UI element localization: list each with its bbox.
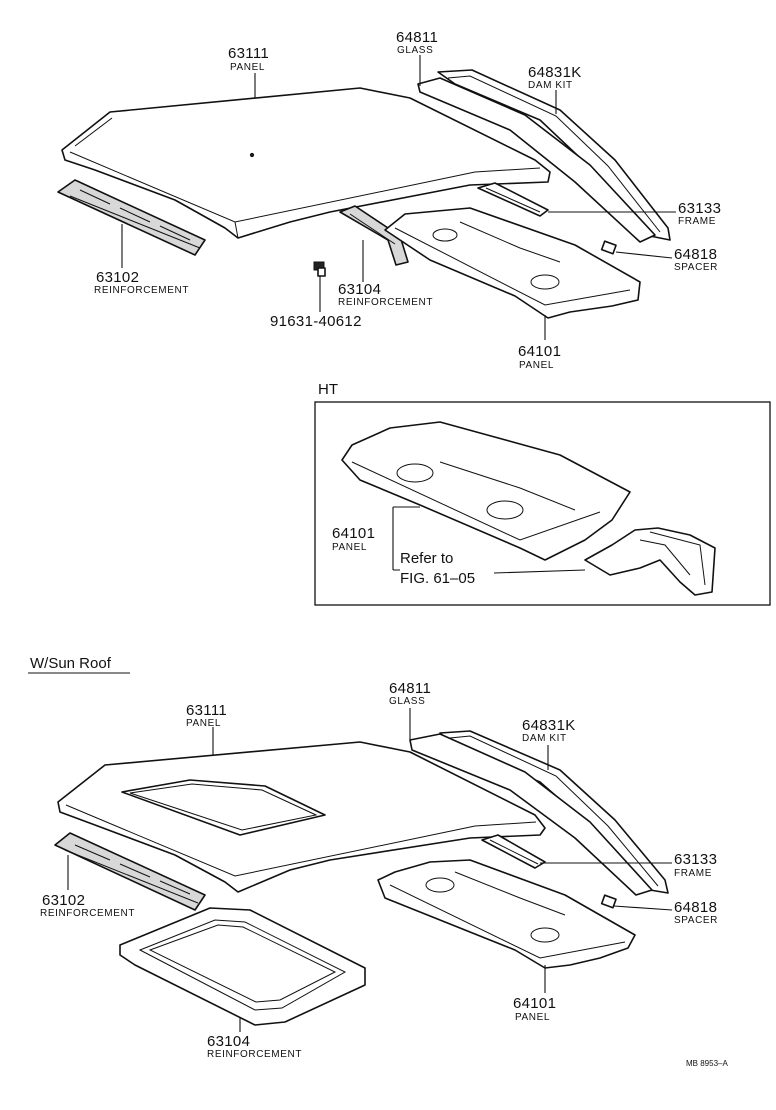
- label-64831k-name: DAM KIT: [528, 80, 573, 91]
- label-63104-name: REINFORCEMENT: [338, 297, 433, 308]
- label-64101-name: PANEL: [519, 360, 554, 371]
- sunroof-roof-panel-part: [57, 741, 546, 893]
- label-64811-number: 64811: [396, 29, 438, 46]
- label-63133-name: FRAME: [678, 216, 716, 227]
- ht-label-64101-number: 64101: [332, 525, 375, 542]
- sr-label-64101-name: PANEL: [515, 1012, 550, 1023]
- sr-label-64818-name: SPACER: [674, 915, 718, 926]
- sunroof-reinforcement-part: [119, 907, 366, 1026]
- spacer-part: [600, 240, 617, 255]
- ht-refer-line-2: FIG. 61–05: [400, 570, 475, 587]
- sr-label-64818-number: 64818: [674, 899, 717, 916]
- ht-box: [314, 401, 771, 606]
- sunroof-frame-part: [481, 834, 546, 869]
- label-63104-number: 63104: [338, 281, 381, 298]
- sunroof-glass-part: [409, 733, 653, 896]
- sunroof-spacer-part: [600, 894, 617, 909]
- sr-label-64811-name: GLASS: [389, 696, 425, 707]
- label-63111-number: 63111: [228, 45, 269, 62]
- label-64101-number: 64101: [518, 343, 561, 360]
- ht-inset: HT 64101 PANEL Refer to FIG. 61–05: [314, 381, 771, 606]
- sr-label-64811-number: 64811: [389, 680, 431, 697]
- label-63111-name: PANEL: [230, 62, 265, 73]
- ht-label-64101-name: PANEL: [332, 542, 367, 553]
- sr-label-63102-name: REINFORCEMENT: [40, 908, 135, 919]
- glass-part: [417, 77, 656, 243]
- sunroof-heading: W/Sun Roof: [30, 655, 112, 672]
- sr-label-63104-number: 63104: [207, 1033, 250, 1050]
- rear-reinforcement-part: [339, 205, 409, 266]
- label-63102-number: 63102: [96, 269, 139, 286]
- sr-label-63111-name: PANEL: [186, 718, 221, 729]
- sr-label-64831k-number: 64831K: [522, 717, 576, 734]
- ht-heading: HT: [318, 381, 338, 398]
- sr-label-63133-number: 63133: [674, 851, 717, 868]
- ht-bracket-part: [584, 527, 716, 596]
- front-reinforcement-part: [57, 179, 206, 256]
- label-64818-number: 64818: [674, 246, 717, 263]
- label-91631-number: 91631-40612: [270, 313, 362, 330]
- sr-label-63133-name: FRAME: [674, 868, 712, 879]
- ht-refer-line-1: Refer to: [400, 550, 453, 567]
- frame-part: [477, 182, 549, 217]
- figure-code: MB 8953–A: [686, 1059, 728, 1068]
- sr-label-63111-number: 63111: [186, 702, 227, 719]
- sr-label-63102-number: 63102: [42, 892, 85, 909]
- roof-panel-part: [61, 87, 551, 239]
- sunroof-back-panel-part: [377, 859, 636, 969]
- ht-back-panel-part: [341, 421, 631, 561]
- label-63102-name: REINFORCEMENT: [94, 285, 189, 296]
- sr-label-63104-name: REINFORCEMENT: [207, 1049, 302, 1060]
- label-63133-number: 63133: [678, 200, 721, 217]
- dam-kit-part: [437, 69, 671, 241]
- label-64831k-number: 64831K: [528, 64, 582, 81]
- bolt-part: [313, 261, 326, 277]
- sunroof-front-reinforcement-part: [54, 832, 206, 911]
- back-panel-part: [384, 207, 641, 319]
- sr-label-64101-number: 64101: [513, 995, 556, 1012]
- top-assembly: 63111 PANEL 64811 GLASS 64831K DAM KIT 6…: [57, 29, 721, 371]
- sr-label-64831k-name: DAM KIT: [522, 733, 567, 744]
- label-64811-name: GLASS: [397, 45, 433, 56]
- sunroof-assembly: W/Sun Roof: [28, 655, 718, 1060]
- label-64818-name: SPACER: [674, 262, 718, 273]
